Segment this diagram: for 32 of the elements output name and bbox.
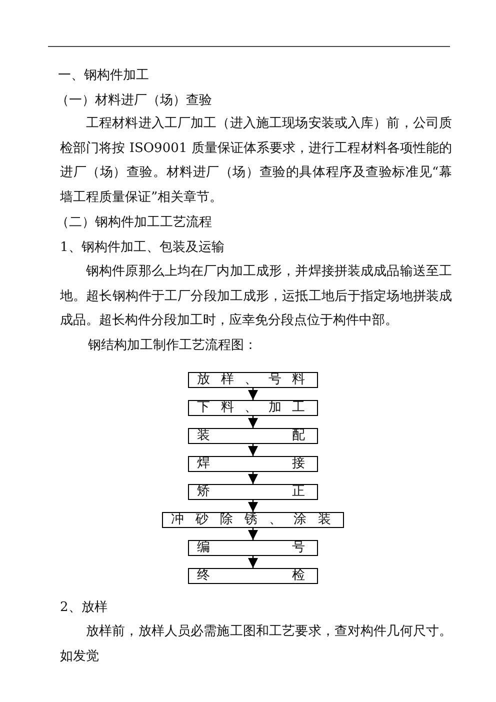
process-box bbox=[188, 540, 318, 556]
arrow bbox=[248, 388, 258, 400]
step-label: 终 检 bbox=[197, 569, 309, 583]
figure-caption: 钢结构加工制作工艺流程图： bbox=[88, 337, 257, 355]
process-box bbox=[162, 512, 344, 528]
step-label: 放样、号料 bbox=[197, 373, 309, 387]
section-heading: 1、钢构件加工、包装及运输 bbox=[60, 239, 224, 257]
step-label: 装 配 bbox=[197, 429, 309, 443]
process-box bbox=[188, 400, 318, 416]
arrow bbox=[248, 416, 258, 428]
step-label: 矫 正 bbox=[197, 485, 309, 499]
process-box bbox=[188, 372, 318, 388]
section-heading: 一、钢构件加工 bbox=[58, 67, 149, 85]
arrow bbox=[248, 500, 258, 512]
paragraph: 钢构件原那么上均在厂内加工成形，并焊接拼装成成品输送至工地。超长钢构件于工厂分段加工成形，运抵工地后于指定场地拼装成成品。超长构件分段加工时，应幸免分段点位于构件中部。 bbox=[60, 263, 452, 330]
paragraph: 工程材料进入工厂加工（进入施工现场安装或入库）前，公司质检部门将按 ISO9001 质量保证体系要求，进行工程材料各项性能的进厂（场）查验。材料进厂（场）查验的具体程序及查验标准见“幕墙工程质量保证”相关章节。 bbox=[60, 115, 452, 206]
section-heading: （二）钢构件加工工艺流程 bbox=[56, 214, 212, 232]
process-box bbox=[188, 428, 318, 444]
process-box bbox=[188, 484, 318, 500]
arrow bbox=[248, 472, 258, 484]
paragraph: 放样前，放样人员必需施工图和工艺要求，查对构件几何尺寸。如发觉 bbox=[60, 623, 452, 666]
arrow bbox=[248, 528, 258, 540]
process-box bbox=[188, 568, 318, 584]
step-label: 编 号 bbox=[197, 541, 309, 555]
section-heading: 2、放样 bbox=[60, 599, 108, 617]
arrow bbox=[248, 444, 258, 456]
process-box bbox=[188, 456, 318, 472]
step-label: 冲砂除锈、涂装 bbox=[171, 513, 335, 527]
section-heading: （一）材料进厂（场）查验 bbox=[56, 92, 212, 110]
arrow bbox=[248, 556, 258, 568]
step-label: 下料、加工 bbox=[197, 401, 309, 415]
step-label: 焊 接 bbox=[197, 457, 309, 471]
